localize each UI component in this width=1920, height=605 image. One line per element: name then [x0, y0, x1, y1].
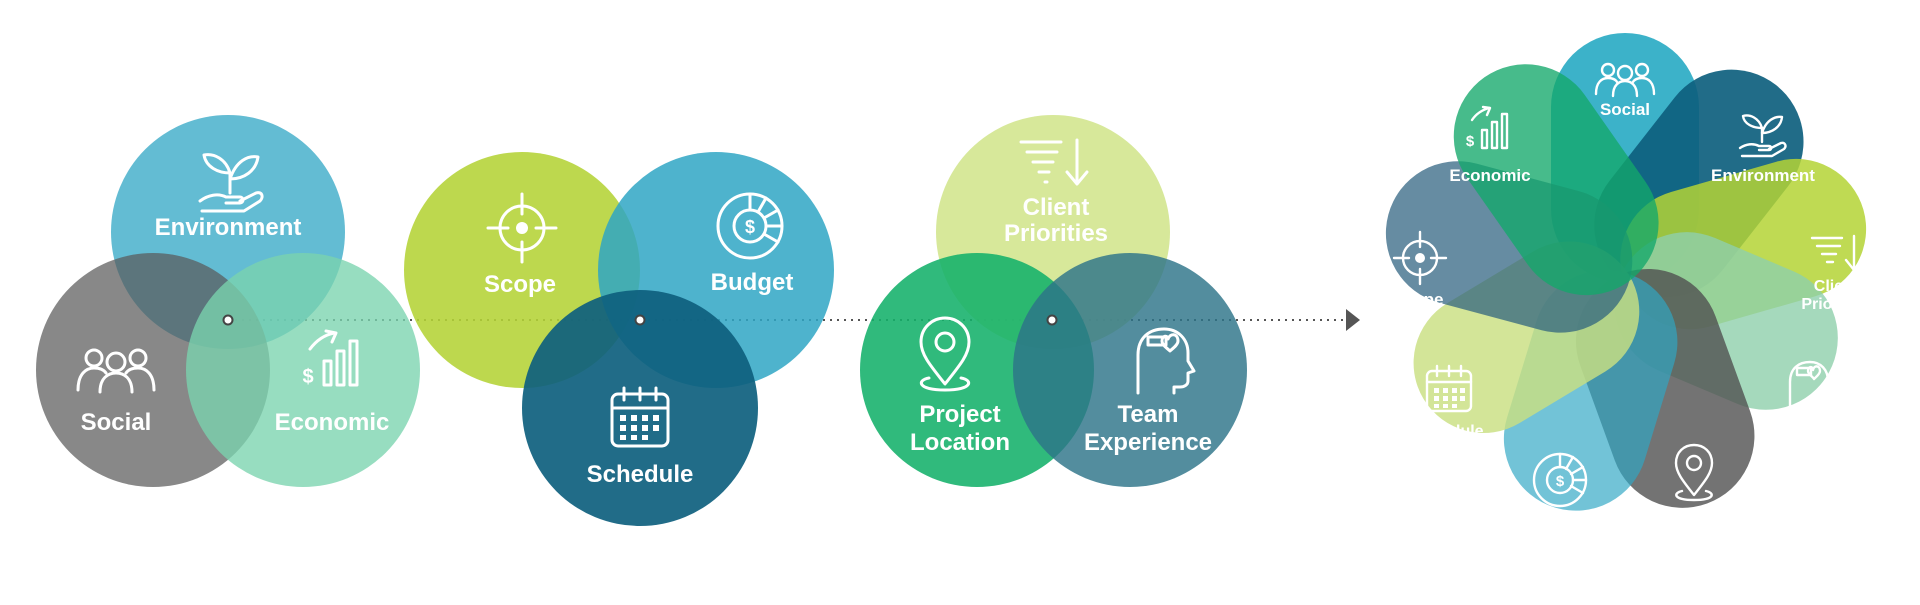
- svg-text:$: $: [1556, 473, 1565, 490]
- flower-sort-priority-icon: [1810, 234, 1864, 272]
- flower-label-economic: Economic: [1449, 166, 1530, 185]
- flower-label-client-line2: Priorities: [1801, 296, 1870, 313]
- flower-label-environment: Environment: [1711, 166, 1815, 185]
- flower-plant-hand-icon: [1738, 114, 1787, 158]
- flower-label-client-line1: Client: [1814, 278, 1859, 295]
- people-icon: [76, 348, 156, 394]
- head-experience-icon: [1136, 327, 1196, 395]
- flower-label-team-line2: Experience: [1765, 435, 1850, 452]
- flower-label-project-line1: Project: [1667, 510, 1722, 527]
- flower-head-experience-icon: [1788, 360, 1835, 414]
- flower-target-icon: [1392, 230, 1448, 286]
- flower-label-project-line2: Location: [1661, 528, 1728, 545]
- flower-map-pin-icon: [1674, 443, 1714, 502]
- label-environment: Environment: [155, 214, 302, 241]
- venn-group-context: Client Priorities Project Location Team …: [860, 115, 1247, 487]
- dollar-chart-icon: $: [302, 329, 359, 388]
- label-scope: Scope: [484, 271, 556, 298]
- node-dot-1: [222, 314, 234, 326]
- node-dot-3: [1046, 314, 1058, 326]
- svg-text:$: $: [302, 366, 313, 388]
- petal-economic: [1453, 64, 1659, 296]
- petal-flower: Social $ Economic Environment Scope: [1385, 33, 1871, 545]
- svg-text:$: $: [745, 217, 755, 237]
- calendar-icon: [610, 386, 670, 448]
- node-dot-2: [634, 314, 646, 326]
- label-team-line2: Experience: [1084, 429, 1212, 456]
- label-team-line1: Team: [1118, 401, 1179, 428]
- flower-calendar-icon: [1425, 364, 1473, 413]
- target-icon: [486, 192, 558, 264]
- venn-group-sustainability: Environment Social $ Economic: [36, 115, 420, 487]
- label-client-line1: Client: [1023, 194, 1090, 221]
- flower-people-icon: [1594, 62, 1656, 98]
- label-social: Social: [81, 409, 152, 436]
- flower-budget-dial-icon: $: [1532, 452, 1588, 508]
- flower-label-schedule: Schedule: [1412, 423, 1483, 440]
- label-economic: Economic: [275, 409, 390, 436]
- label-budget: Budget: [711, 269, 794, 296]
- plant-hand-icon: [198, 153, 264, 213]
- label-project-line1: Project: [919, 401, 1000, 428]
- budget-dial-icon: $: [716, 192, 784, 260]
- label-schedule: Schedule: [587, 461, 694, 488]
- venn-group-constraints: Scope $ Budget Schedule: [404, 152, 834, 526]
- flower-dollar-chart-icon: $: [1466, 105, 1509, 150]
- flower-label-team-line1: Team: [1788, 417, 1829, 434]
- sort-priority-icon: [1019, 138, 1089, 186]
- flower-label-social: Social: [1600, 100, 1650, 119]
- flower-label-scope: Scope: [1392, 290, 1443, 309]
- flower-label-budget: Budget: [1532, 517, 1588, 534]
- label-client-line2: Priorities: [1004, 220, 1108, 247]
- svg-text:$: $: [1466, 133, 1475, 150]
- circle-economic: [186, 253, 420, 487]
- connector-arrow-head: [1346, 309, 1360, 331]
- map-pin-icon: [919, 316, 971, 392]
- circle-team-experience: [1013, 253, 1247, 487]
- label-project-line2: Location: [910, 429, 1010, 456]
